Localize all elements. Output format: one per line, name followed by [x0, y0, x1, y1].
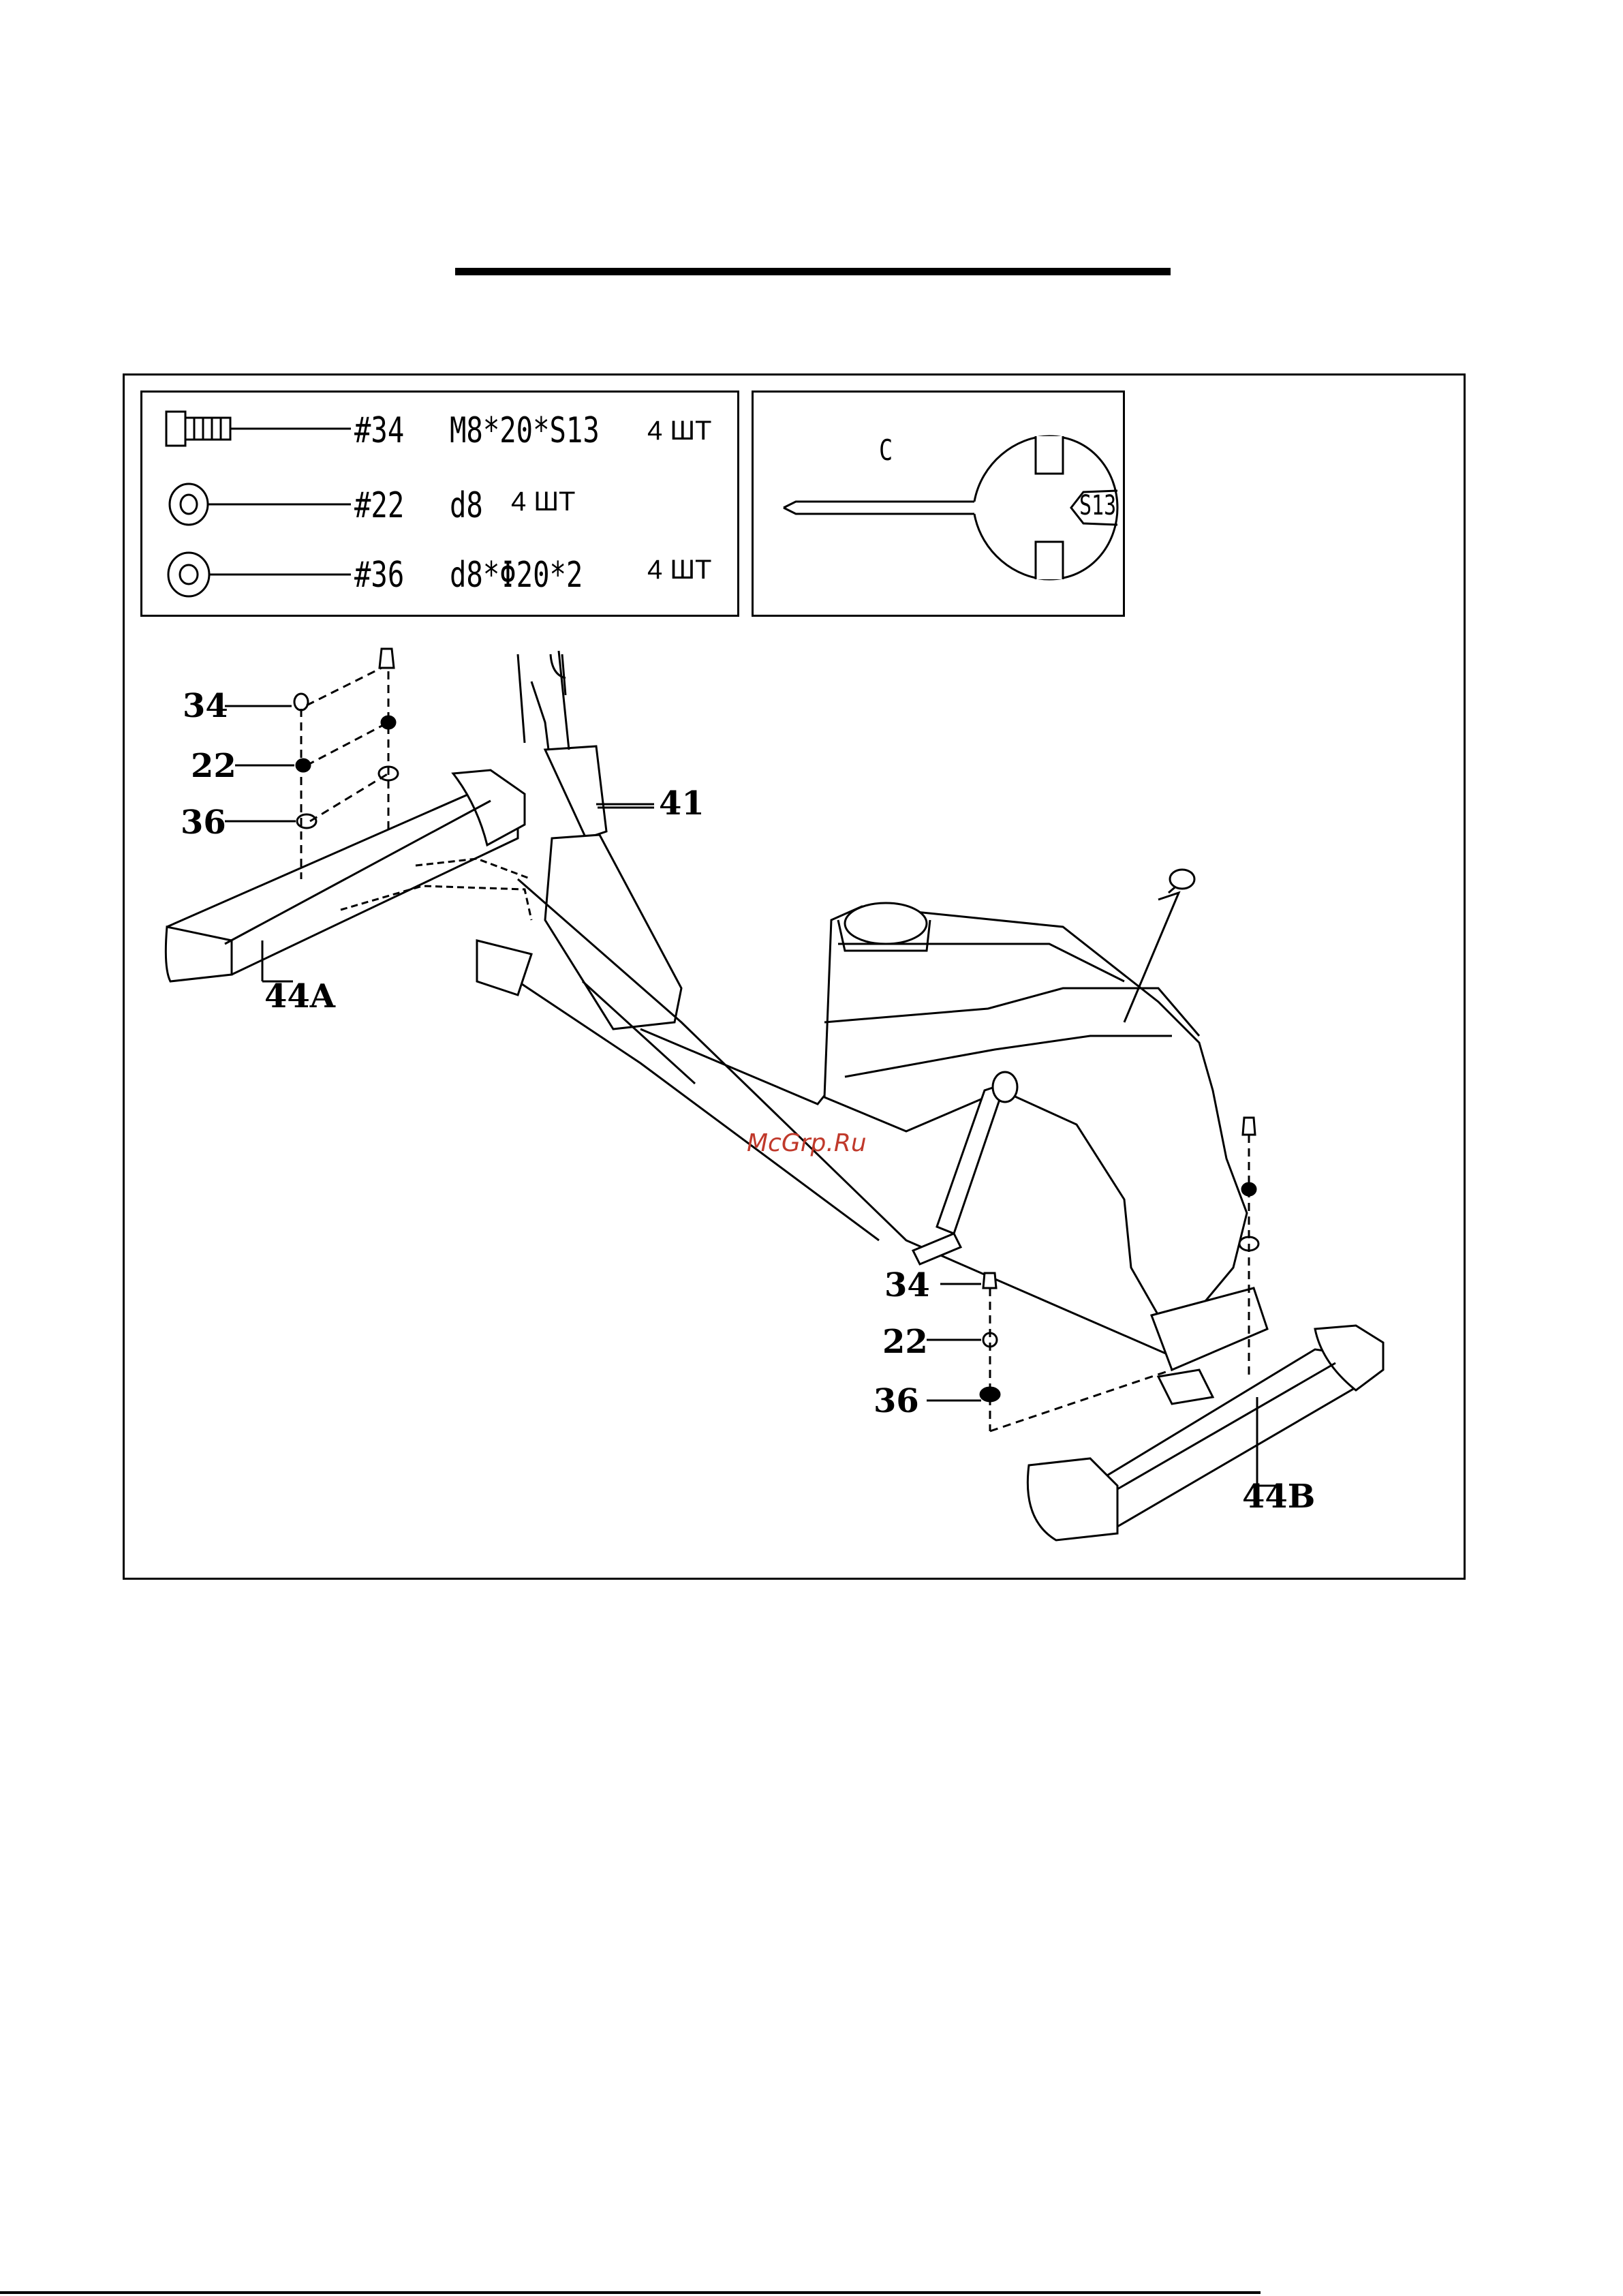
flat-washer-icon: [168, 553, 351, 596]
callout-44a: 44A: [264, 980, 335, 1013]
hw-34-qty: 4 ШТ: [647, 417, 711, 444]
callout-41: 41: [659, 787, 705, 820]
tool-size: S13: [1079, 492, 1116, 519]
bolt-icon: [166, 412, 351, 446]
page-bottom-rule: [0, 2291, 1261, 2294]
hw-34-spec: M8*20*S13: [450, 413, 600, 448]
hw-22-qty: 4 ШТ: [511, 488, 575, 515]
callout-left-36: 36: [181, 806, 226, 839]
wrench-icon: [784, 436, 1117, 579]
callout-right-36: 36: [874, 1385, 919, 1418]
watermark-text: McGrp.Ru: [747, 1131, 867, 1156]
callout-44b: 44B: [1242, 1480, 1315, 1513]
tool-letter: C: [879, 436, 893, 465]
hw-22-number: #22: [354, 488, 404, 523]
callout-right-34: 34: [884, 1269, 930, 1302]
callout-left-34: 34: [183, 690, 228, 722]
rear-stabilizer-drawing: [1027, 1288, 1383, 1540]
hw-36-number: #36: [354, 557, 404, 593]
callout-left-22: 22: [191, 750, 236, 782]
hw-22-spec: d8: [450, 488, 483, 523]
hw-36-spec: d8*Φ20*2: [450, 557, 583, 593]
bike-frame-drawing: [477, 651, 1254, 1356]
hw-36-qty: 4 ШТ: [647, 556, 711, 583]
callout-right-22: 22: [882, 1326, 928, 1358]
left-fasteners: [225, 649, 398, 879]
hw-34-number: #34: [354, 413, 404, 448]
spring-washer-icon: [170, 484, 351, 525]
